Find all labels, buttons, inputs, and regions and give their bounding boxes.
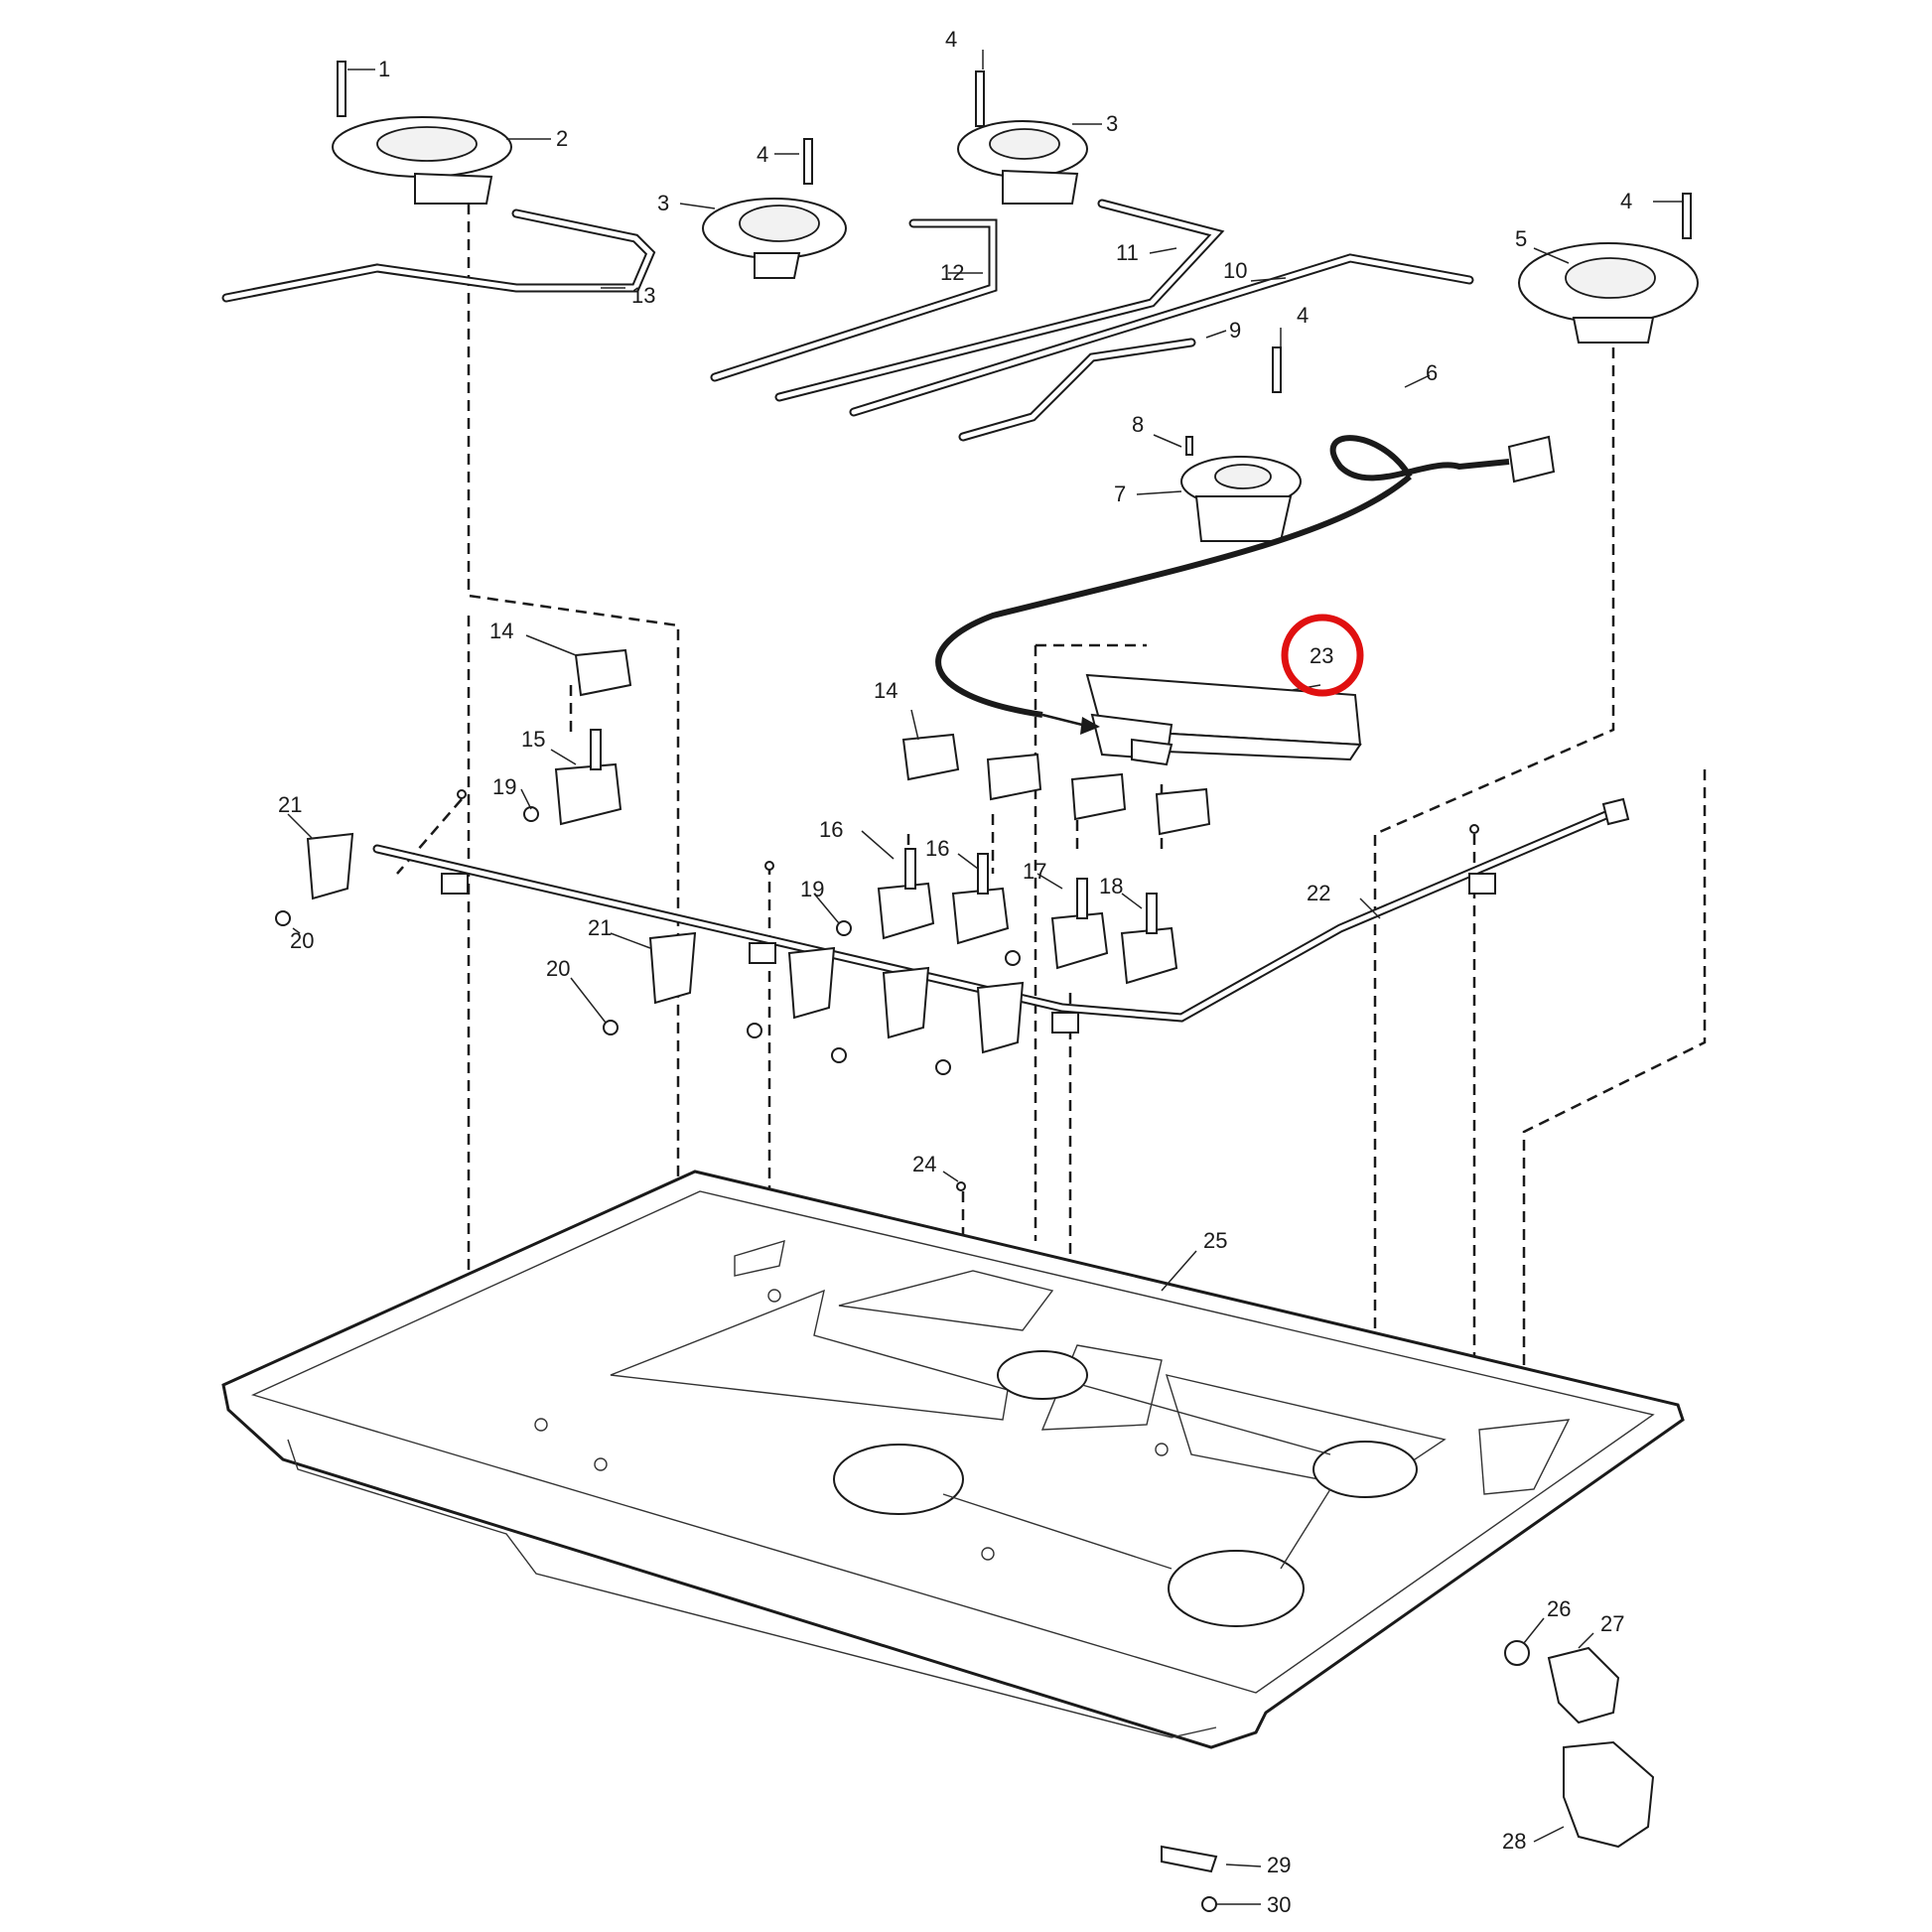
callout-19-b: 19 — [800, 877, 824, 901]
burner-2 — [332, 116, 512, 205]
fixing-screws — [275, 789, 1479, 1191]
callout-labels: 1 2 3 3 4 4 4 4 5 6 7 8 9 10 11 12 13 14… — [278, 27, 1632, 1917]
burner-5 — [1518, 242, 1699, 344]
callout-leaders — [287, 50, 1683, 1905]
callout-3-left: 3 — [657, 191, 669, 215]
burner-7 — [1180, 456, 1302, 542]
power-cord — [935, 435, 1556, 718]
gas-valves — [554, 648, 1211, 985]
callout-10: 10 — [1223, 258, 1247, 283]
callout-23: 23 — [1310, 643, 1333, 668]
callout-19-a: 19 — [492, 774, 516, 799]
callout-15: 15 — [521, 727, 545, 752]
callout-25: 25 — [1203, 1228, 1227, 1253]
callout-24: 24 — [912, 1152, 936, 1176]
hob-base-tray — [221, 1170, 1685, 1749]
ignition-electrodes — [337, 61, 1692, 456]
spark-generator-module — [1041, 673, 1362, 766]
callout-11: 11 — [1116, 240, 1139, 265]
valve-brackets — [306, 832, 1496, 1054]
callout-3-right: 3 — [1106, 111, 1118, 136]
callout-14-a: 14 — [489, 619, 513, 643]
callout-20-b: 20 — [546, 956, 570, 981]
callout-27: 27 — [1600, 1611, 1624, 1636]
callout-26: 26 — [1547, 1596, 1571, 1621]
callout-30: 30 — [1267, 1892, 1291, 1917]
callout-4-c: 4 — [1620, 189, 1632, 213]
callout-9: 9 — [1229, 318, 1241, 343]
burner-3-right — [957, 120, 1088, 205]
callout-17: 17 — [1023, 859, 1046, 884]
gas-supply-pipes — [221, 199, 1474, 442]
callout-16-b: 16 — [925, 836, 949, 861]
highlight-circle — [1281, 614, 1364, 697]
callout-14-b: 14 — [874, 678, 897, 703]
burner-3-left — [702, 198, 847, 279]
callout-18: 18 — [1099, 874, 1123, 898]
callout-12: 12 — [940, 260, 964, 285]
callout-21-a: 21 — [278, 792, 302, 817]
callout-13: 13 — [631, 283, 655, 308]
callout-16-a: 16 — [819, 817, 843, 842]
callout-2: 2 — [556, 126, 568, 151]
callout-4-b: 4 — [945, 27, 957, 52]
callout-22: 22 — [1307, 881, 1330, 905]
callout-8: 8 — [1132, 412, 1144, 437]
callout-1: 1 — [378, 57, 390, 81]
callout-29: 29 — [1267, 1853, 1291, 1877]
callout-28: 28 — [1502, 1829, 1526, 1854]
callout-4-d: 4 — [1297, 303, 1309, 328]
gas-inlet-parts — [1161, 1640, 1655, 1912]
callout-4-a: 4 — [757, 142, 768, 167]
callout-20-a: 20 — [290, 928, 314, 953]
callout-6: 6 — [1426, 360, 1438, 385]
callout-7: 7 — [1114, 482, 1126, 506]
callout-5: 5 — [1515, 226, 1527, 251]
callout-21-b: 21 — [588, 915, 612, 940]
